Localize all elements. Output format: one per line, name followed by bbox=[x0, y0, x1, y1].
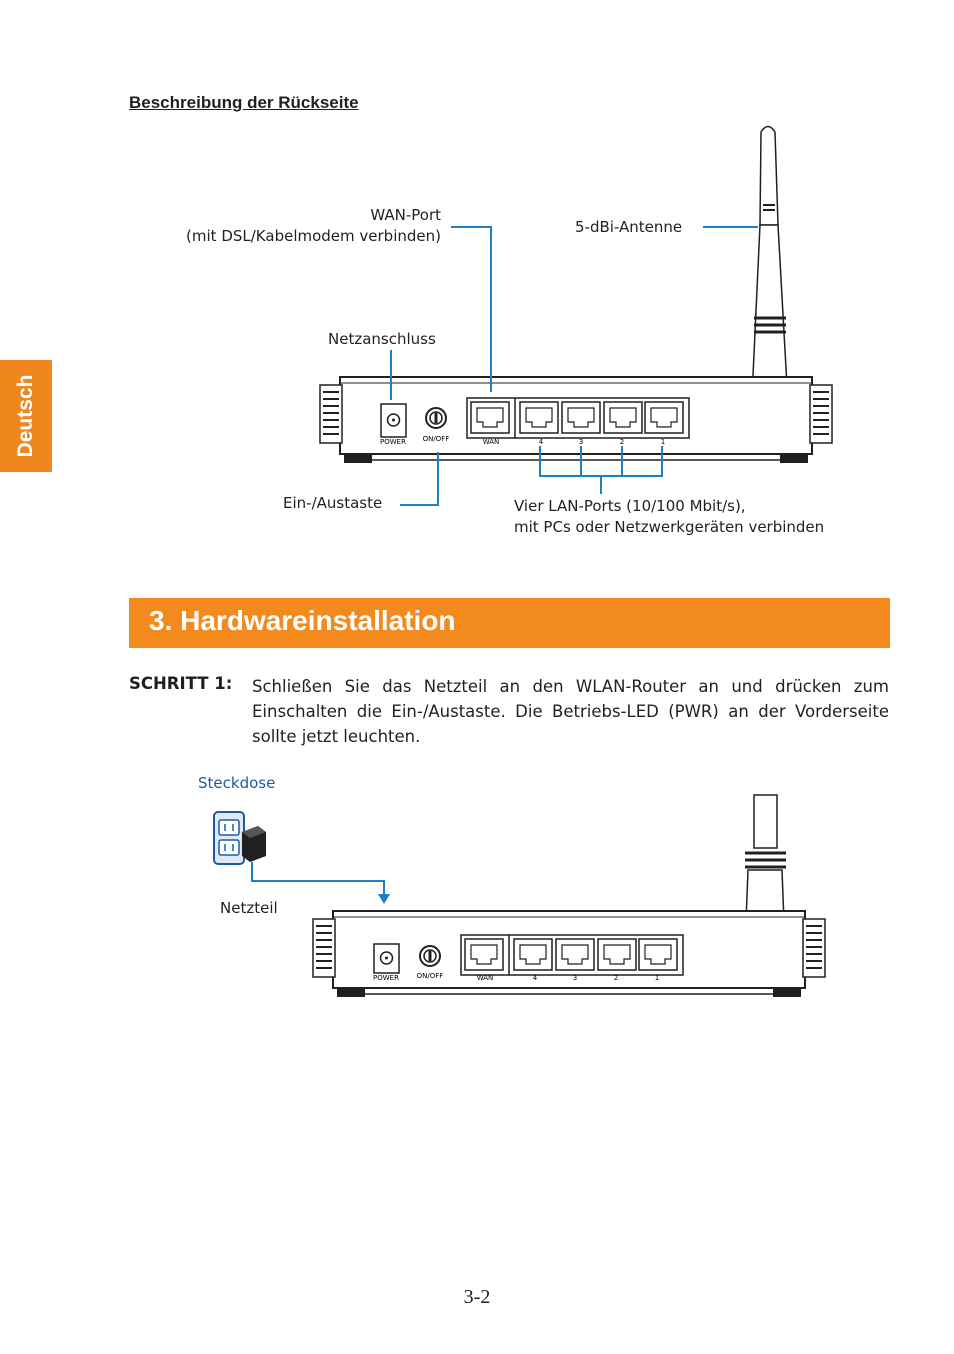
lan-port-3-label: 3 bbox=[579, 438, 583, 446]
rear-panel-diagram: POWER ON/OFF WAN 4 3 2 1 bbox=[319, 125, 833, 506]
lan-port-4-label: 4 bbox=[533, 974, 538, 982]
rear-description-heading: Beschreibung der Rückseite bbox=[129, 93, 359, 112]
lan-ports-callout-desc: mit PCs oder Netzwerkgeräten verbinden bbox=[514, 518, 825, 536]
power-connector-callout: Netzanschluss bbox=[328, 330, 436, 348]
wan-port-label: WAN bbox=[477, 974, 494, 982]
lan-port-1 bbox=[638, 938, 678, 971]
language-tab: Deutsch bbox=[0, 360, 52, 472]
power-connector bbox=[380, 403, 407, 438]
step-label: SCHRITT 1: bbox=[129, 674, 233, 693]
antenna-callout: 5-dBi-Antenne bbox=[575, 218, 683, 236]
onoff-label: ON/OFF bbox=[423, 435, 450, 443]
wan-port-label: WAN bbox=[483, 438, 500, 446]
lan-port-2-label: 2 bbox=[620, 438, 624, 446]
page-number: 3-2 bbox=[463, 1286, 491, 1308]
power-connector bbox=[373, 943, 400, 974]
lan-port-4 bbox=[513, 938, 553, 971]
power-switch bbox=[419, 945, 441, 967]
lan-port-2 bbox=[597, 938, 637, 971]
outlet-label: Steckdose bbox=[198, 774, 276, 792]
lan-port-2-label: 2 bbox=[614, 974, 618, 982]
power-cable-arrow bbox=[378, 894, 390, 904]
adapter-label: Netzteil bbox=[220, 899, 278, 917]
wan-port-callout-desc: (mit DSL/Kabelmodem verbinden) bbox=[186, 227, 441, 245]
power-adapter bbox=[242, 826, 266, 862]
callout-lines bbox=[390, 226, 758, 506]
step-text: Schließen Sie das Netzteil an den WLAN-R… bbox=[252, 677, 889, 746]
lan-port-1 bbox=[644, 401, 684, 434]
section-title: 3. Hardwareinstallation bbox=[149, 605, 456, 636]
onoff-label: ON/OFF bbox=[417, 972, 444, 980]
lan-port-3 bbox=[561, 401, 601, 434]
power-switch bbox=[425, 407, 447, 429]
wan-port bbox=[464, 938, 504, 971]
power-port-label: POWER bbox=[373, 974, 399, 982]
wan-port-callout-title: WAN-Port bbox=[370, 206, 441, 224]
lan-port-2 bbox=[603, 401, 643, 434]
wan-port bbox=[470, 401, 510, 434]
installation-diagram: POWER ON/OFF WAN 4 3 2 1 bbox=[213, 794, 826, 997]
lan-port-3-label: 3 bbox=[573, 974, 577, 982]
section-banner: 3. Hardwareinstallation bbox=[129, 598, 890, 648]
lan-ports-callout-title: Vier LAN-Ports (10/100 Mbit/s), bbox=[514, 497, 746, 515]
lan-port-4-label: 4 bbox=[539, 438, 544, 446]
wall-outlet bbox=[213, 811, 245, 865]
lan-port-4 bbox=[519, 401, 559, 434]
power-switch-callout: Ein-/Austaste bbox=[283, 494, 383, 512]
power-port-label: POWER bbox=[380, 438, 406, 446]
lan-port-1-label: 1 bbox=[655, 974, 659, 982]
lan-port-3 bbox=[555, 938, 595, 971]
lan-port-1-label: 1 bbox=[661, 438, 665, 446]
power-cable bbox=[251, 862, 385, 896]
